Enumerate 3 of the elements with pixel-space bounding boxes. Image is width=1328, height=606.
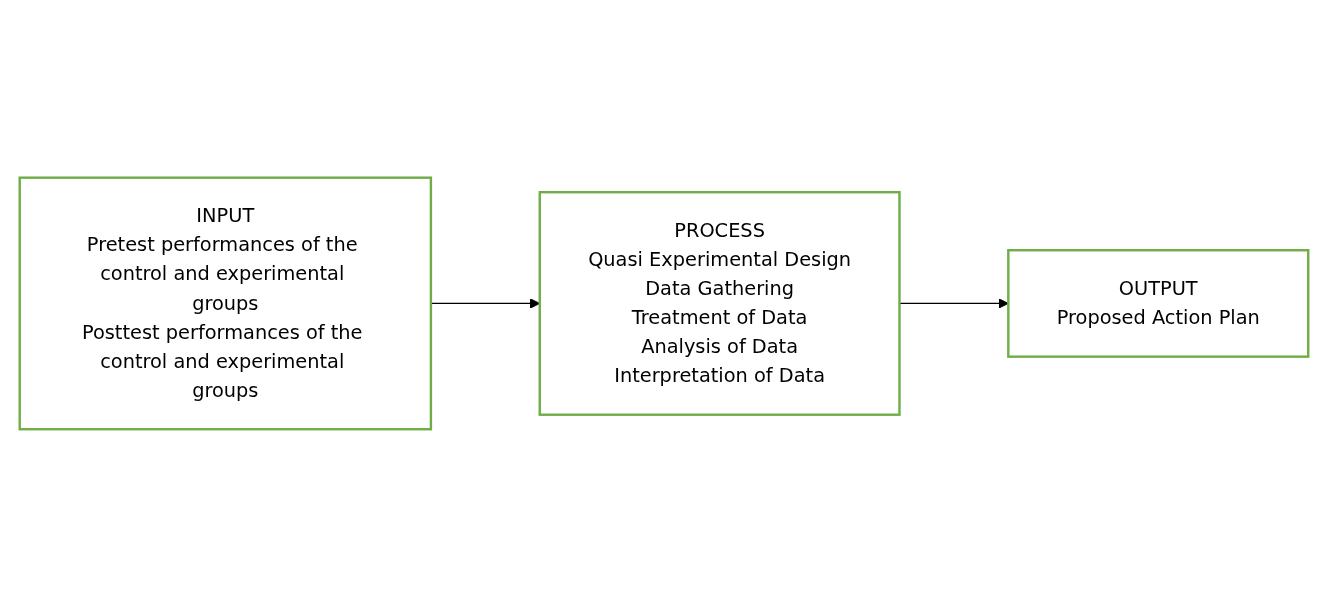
node-box: INPUT Pretest performances of the control and experimental groups Posttest performances of the control and experimental groups xyxy=(18,176,433,430)
node-box: OUTPUT Proposed Action Plan xyxy=(1007,248,1310,358)
node-box: PROCESS Quasi Experimental Design Data Gathering Treatment of Data Analysis of Data Interpretation of Data xyxy=(538,190,901,416)
